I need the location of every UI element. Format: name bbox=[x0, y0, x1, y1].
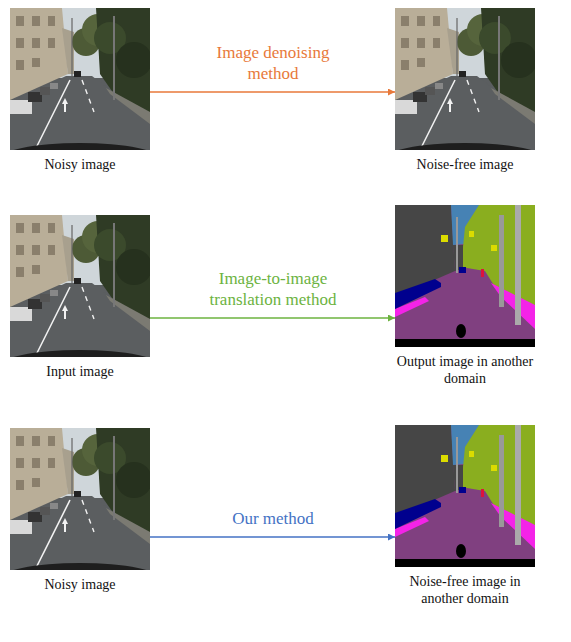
edge-label: Our method bbox=[198, 508, 348, 529]
image-area bbox=[10, 8, 150, 150]
street-photo bbox=[0, 215, 162, 384]
image-caption: Noise-free image bbox=[395, 156, 535, 173]
image-caption: Noisy image bbox=[10, 156, 150, 173]
segmentation-map bbox=[395, 205, 535, 347]
image-area bbox=[395, 425, 535, 567]
segmentation-map bbox=[395, 425, 535, 567]
image-panel: Noisy image bbox=[10, 8, 150, 179]
image-panel: Noise-free image in another domain bbox=[395, 425, 535, 613]
image-caption: Noise-free image in another domain bbox=[395, 573, 535, 607]
street-photo bbox=[0, 8, 162, 177]
image-panel: Noisy image bbox=[10, 428, 150, 599]
image-caption: Input image bbox=[10, 363, 150, 380]
image-area bbox=[395, 8, 535, 150]
image-panel: Noise-free image bbox=[395, 8, 535, 179]
arrow-connector bbox=[150, 536, 395, 537]
arrow-connector bbox=[150, 91, 395, 92]
image-area bbox=[395, 205, 535, 347]
image-caption: Noisy image bbox=[10, 576, 150, 593]
street-photo bbox=[383, 8, 547, 177]
image-area bbox=[10, 428, 150, 570]
image-panel: Input image bbox=[10, 215, 150, 386]
edge-label: Image-to-image translation method bbox=[198, 268, 348, 310]
arrow-connector bbox=[150, 317, 395, 318]
image-area bbox=[10, 215, 150, 357]
image-caption: Output image in another domain bbox=[395, 353, 535, 387]
image-panel: Output image in another domain bbox=[395, 205, 535, 393]
edge-label: Image denoising method bbox=[198, 42, 348, 84]
street-photo bbox=[0, 428, 162, 597]
